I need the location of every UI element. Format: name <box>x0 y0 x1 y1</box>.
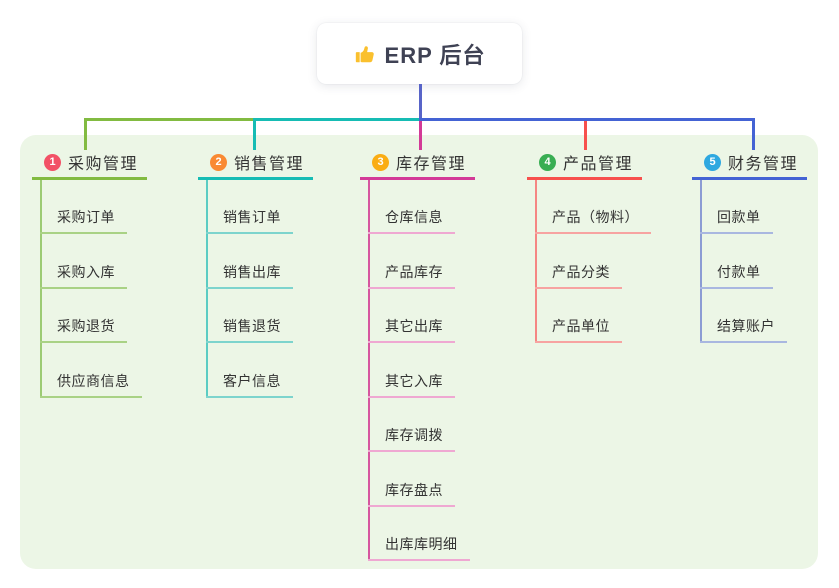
child-node[interactable]: 采购订单 <box>40 208 127 234</box>
branch-trunk-line <box>40 180 42 398</box>
branch-connector-drop <box>752 118 755 150</box>
child-node-label: 出库库明细 <box>385 536 458 552</box>
child-node-label: 产品（物料） <box>552 209 639 225</box>
child-node[interactable]: 产品单位 <box>535 317 622 343</box>
child-node[interactable]: 其它出库 <box>368 317 455 343</box>
child-node-label: 销售退货 <box>223 318 281 334</box>
root-node-label: ERP 后台 <box>384 42 486 68</box>
branch-header-5[interactable]: 5 财务管理 <box>692 147 807 180</box>
child-node-label: 供应商信息 <box>57 373 130 389</box>
child-node[interactable]: 付款单 <box>700 263 773 289</box>
root-connector-line <box>419 84 422 118</box>
child-node-label: 采购入库 <box>57 264 115 280</box>
bus-connector-line <box>84 118 253 121</box>
branch-header-3[interactable]: 3 库存管理 <box>360 147 475 180</box>
thumbs-up-icon <box>355 45 374 62</box>
child-node[interactable]: 仓库信息 <box>368 208 455 234</box>
child-node[interactable]: 库存盘点 <box>368 481 455 507</box>
child-node-label: 结算账户 <box>717 318 775 334</box>
branch-trunk-line <box>206 180 208 398</box>
branch-number-badge: 1 <box>44 153 61 171</box>
child-node-label: 采购退货 <box>57 318 115 334</box>
child-node[interactable]: 销售退货 <box>206 317 293 343</box>
child-node[interactable]: 销售订单 <box>206 208 293 234</box>
child-node-label: 销售订单 <box>223 209 281 225</box>
branch-trunk-line <box>368 180 370 561</box>
child-node[interactable]: 采购退货 <box>40 317 127 343</box>
branch-header-1[interactable]: 1 采购管理 <box>32 147 147 180</box>
child-node[interactable]: 产品分类 <box>535 263 622 289</box>
child-node[interactable]: 产品（物料） <box>535 208 651 234</box>
child-node[interactable]: 库存调拨 <box>368 426 455 452</box>
branch-connector-drop <box>584 121 587 150</box>
child-node[interactable]: 其它入库 <box>368 372 455 398</box>
branch-number-badge: 5 <box>704 153 721 171</box>
branch-number-badge: 2 <box>210 153 227 171</box>
child-node-label: 付款单 <box>717 264 761 280</box>
child-node[interactable]: 结算账户 <box>700 317 787 343</box>
child-node[interactable]: 出库库明细 <box>368 535 470 561</box>
branch-connector-drop <box>84 118 87 150</box>
branch-header-label: 产品管理 <box>563 156 634 173</box>
child-node-label: 产品库存 <box>385 264 443 280</box>
child-node-label: 库存调拨 <box>385 427 443 443</box>
root-node-erp[interactable]: ERP 后台 <box>317 23 522 84</box>
branch-number-badge: 4 <box>539 153 556 171</box>
branches-background-panel <box>20 135 818 569</box>
child-node-label: 其它出库 <box>385 318 443 334</box>
child-node-label: 采购订单 <box>57 209 115 225</box>
branch-header-label: 采购管理 <box>68 156 139 173</box>
branch-trunk-line <box>700 180 702 343</box>
child-node-label: 产品单位 <box>552 318 610 334</box>
child-node-label: 仓库信息 <box>385 209 443 225</box>
child-node-label: 库存盘点 <box>385 482 443 498</box>
branch-header-label: 库存管理 <box>396 156 467 173</box>
child-node-label: 客户信息 <box>223 373 281 389</box>
child-node-label: 其它入库 <box>385 373 443 389</box>
child-node[interactable]: 采购入库 <box>40 263 127 289</box>
bus-connector-line <box>253 118 419 121</box>
child-node[interactable]: 销售出库 <box>206 263 293 289</box>
branch-trunk-line <box>535 180 537 343</box>
child-node[interactable]: 产品库存 <box>368 263 455 289</box>
child-node[interactable]: 回款单 <box>700 208 773 234</box>
branch-connector-drop <box>419 121 422 150</box>
branch-connector-drop <box>253 118 256 150</box>
child-node-label: 产品分类 <box>552 264 610 280</box>
branch-header-label: 财务管理 <box>728 156 799 173</box>
bus-connector-line <box>419 118 755 121</box>
child-node[interactable]: 供应商信息 <box>40 372 142 398</box>
branch-header-label: 销售管理 <box>234 156 305 173</box>
child-node-label: 销售出库 <box>223 264 281 280</box>
branch-header-4[interactable]: 4 产品管理 <box>527 147 642 180</box>
branch-header-2[interactable]: 2 销售管理 <box>198 147 313 180</box>
branch-number-badge: 3 <box>372 153 389 171</box>
child-node-label: 回款单 <box>717 209 761 225</box>
child-node[interactable]: 客户信息 <box>206 372 293 398</box>
